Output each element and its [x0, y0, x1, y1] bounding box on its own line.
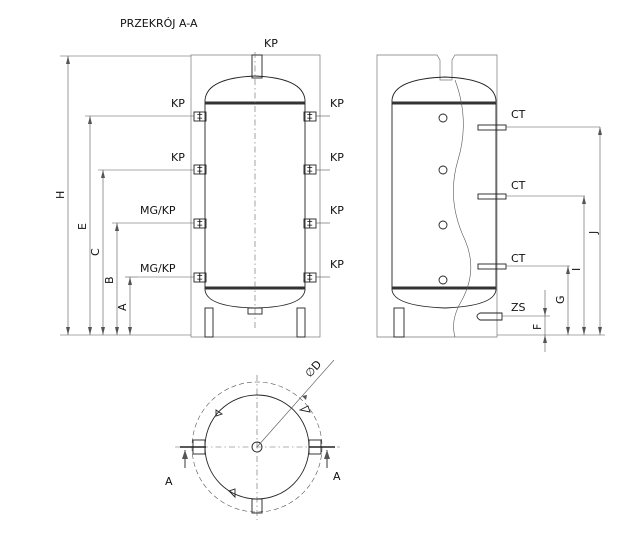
svg-text:‡: ‡ [307, 271, 313, 284]
plan-view: ∅D A A [165, 358, 341, 520]
section-view: ‡ ‡ ‡ ‡ ‡ ‡ ‡ ‡ KP KP KP MG/KP MG/KP KP … [54, 37, 344, 338]
tank-body [204, 75, 306, 309]
side-frame [376, 54, 498, 338]
ct-connector-3 [477, 263, 507, 270]
dim-label-g: G [554, 295, 567, 304]
label-right-port-3: KP [330, 204, 344, 217]
label-diameter: ∅D [303, 358, 325, 380]
label-zs: ZS [511, 301, 526, 314]
zs-connector [476, 312, 503, 321]
outer-frame [190, 54, 321, 338]
leg-right [296, 307, 306, 338]
ct-connector-1 [477, 124, 507, 131]
dim-label-i: I [570, 268, 583, 271]
dim-label-b: B [103, 276, 116, 284]
label-left-port-2: KP [171, 151, 185, 164]
dim-label-c: C [89, 248, 102, 256]
sensor-port-2 [438, 165, 448, 175]
drain [247, 307, 263, 315]
section-title: PRZEKRÓJ A-A [120, 17, 198, 30]
dimensions-left [60, 55, 191, 336]
dim-label-f: F [531, 324, 544, 330]
label-left-port-4: MG/KP [140, 262, 176, 275]
ct-connector-2 [477, 193, 507, 200]
svg-text:‡: ‡ [307, 217, 313, 230]
side-tank-body [391, 76, 497, 309]
break-line [453, 79, 472, 338]
svg-text:‡: ‡ [307, 163, 313, 176]
label-right-port-2: KP [330, 151, 344, 164]
sensor-port-3 [438, 220, 448, 230]
label-right-port-1: KP [330, 97, 344, 110]
ports-left: ‡ ‡ ‡ ‡ [193, 110, 207, 284]
dim-label-e: E [76, 223, 89, 230]
ports-right: ‡ ‡ ‡ ‡ [303, 110, 317, 284]
svg-text:‡: ‡ [197, 271, 203, 284]
top-nozzle [251, 54, 263, 79]
sensor-port-4 [438, 275, 448, 285]
dim-label-a: A [116, 303, 129, 311]
sensor-port-1 [438, 113, 448, 123]
dim-label-j: J [587, 231, 600, 235]
label-left-port-3: MG/KP [140, 204, 176, 217]
svg-text:‡: ‡ [197, 163, 203, 176]
side-view: CT CT CT ZS J I G F [376, 54, 605, 352]
dim-label-h: H [54, 191, 67, 199]
label-ct-2: CT [511, 179, 526, 192]
label-left-port-1: KP [171, 97, 185, 110]
label-ct-1: CT [511, 108, 526, 121]
svg-text:‡: ‡ [307, 110, 313, 123]
label-section-left: A [165, 475, 173, 488]
svg-text:‡: ‡ [197, 217, 203, 230]
label-kp-top: KP [264, 37, 278, 50]
label-section-right: A [333, 470, 341, 483]
leg-left [204, 307, 214, 338]
label-right-port-4: KP [330, 258, 344, 271]
svg-text:‡: ‡ [197, 110, 203, 123]
label-ct-3: CT [511, 252, 526, 265]
